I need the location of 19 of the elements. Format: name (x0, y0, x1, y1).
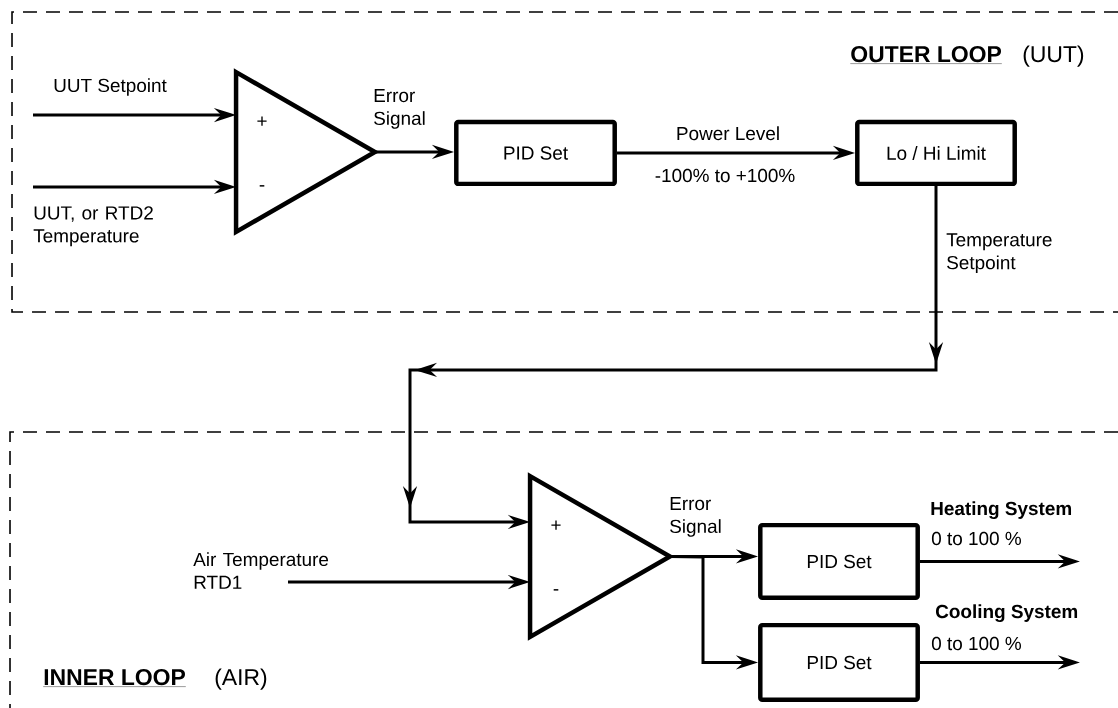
loop-title: INNER LOOP (43, 669, 186, 687)
process-box: PID Set (758, 622, 920, 703)
process-box: PID Set (758, 522, 920, 601)
edge-label: 0 to 100 % (931, 636, 1021, 651)
loop-subtitle: (UUT) (1023, 45, 1084, 67)
signal-label: Heating System (931, 501, 1071, 519)
edge-label: Power Level (677, 126, 779, 141)
signal-label: Cooling System (936, 604, 1078, 622)
process-box: Lo / Hi Limit (855, 119, 1017, 187)
edge-label: Error Signal (374, 88, 425, 129)
process-box: PID Set (454, 119, 617, 187)
input-label: Air Temperature RTD1 (193, 552, 329, 589)
input-label: UUT Setpoint (54, 78, 167, 96)
loop-title: OUTER LOOP (850, 46, 1002, 64)
loop-subtitle: (AIR) (215, 668, 267, 690)
input-label: UUT, or RTD2 Temperature (33, 206, 153, 247)
signal-label: -100% to +100% (655, 168, 795, 183)
edge-label: 0 to 100 % (931, 531, 1021, 546)
edge-label: Temperature Setpoint (946, 233, 1052, 274)
